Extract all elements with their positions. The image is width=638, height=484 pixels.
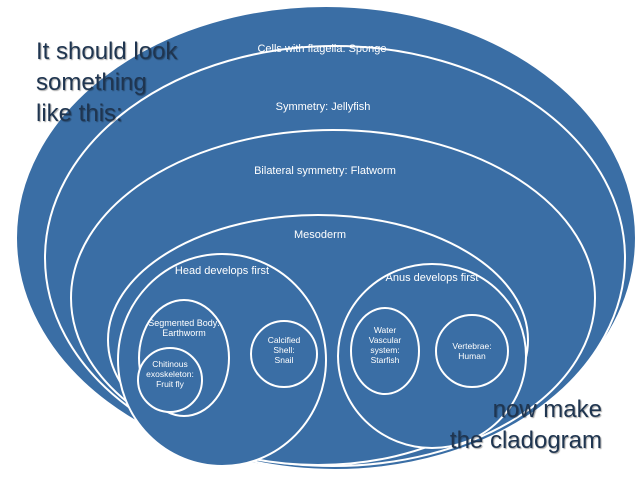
instruction-note-bottom: now make the cladogram	[450, 394, 602, 456]
clade-label-line: Head develops first	[175, 265, 269, 277]
instruction-note-top: It should look something like this:	[36, 36, 177, 129]
clade-label-line: Shell:	[273, 345, 294, 355]
clade-label-line: exoskeleton:	[146, 369, 194, 379]
clade-label-line: Earthworm	[162, 328, 206, 338]
clade-label-line: Chitinous	[152, 359, 187, 369]
clade-label-line: Starfish	[371, 355, 400, 365]
clade-label-line: Calcified	[268, 335, 301, 345]
clade-label-line: Symmetry: Jellyfish	[276, 101, 371, 113]
note-line: now make	[492, 396, 602, 423]
clade-label-line: Bilateral symmetry: Flatworm	[254, 165, 396, 177]
clade-label-mesoderm: Mesoderm	[294, 229, 346, 241]
clade-label-line: Vertebrae:	[452, 341, 491, 351]
clade-label-human: Vertebrae:Human	[452, 341, 491, 361]
clade-label-head: Head develops first	[175, 265, 269, 277]
clade-label-line: Mesoderm	[294, 229, 346, 241]
clade-label-anus: Anus develops first	[386, 272, 479, 284]
clade-ellipse-fruitfly	[137, 347, 203, 413]
clade-ellipse-human	[435, 314, 509, 388]
clade-label-line: Fruit fly	[156, 379, 185, 389]
clade-label-line: Snail	[275, 355, 294, 365]
clade-ellipse-snail	[250, 320, 318, 388]
clade-label-line: Vascular	[369, 335, 402, 345]
clade-label-sponge: Cells with flagella: Sponge	[257, 43, 386, 55]
clade-label-earthworm: Segmented Body:Earthworm	[148, 318, 220, 338]
clade-label-flatworm: Bilateral symmetry: Flatworm	[254, 165, 396, 177]
clade-label-line: system:	[370, 345, 399, 355]
note-line: It should look	[36, 38, 178, 65]
clade-label-line: Segmented Body:	[148, 318, 220, 328]
clade-label-line: Cells with flagella: Sponge	[257, 43, 386, 55]
clade-ellipse-starfish	[350, 307, 420, 395]
clade-label-line: Human	[458, 351, 486, 361]
clade-label-line: Water	[374, 325, 397, 335]
note-line: the cladogram	[449, 427, 602, 454]
clade-label-line: Anus develops first	[386, 272, 479, 284]
note-line: like this:	[36, 100, 123, 127]
note-line: something	[36, 69, 147, 96]
clade-label-jellyfish: Symmetry: Jellyfish	[276, 101, 371, 113]
